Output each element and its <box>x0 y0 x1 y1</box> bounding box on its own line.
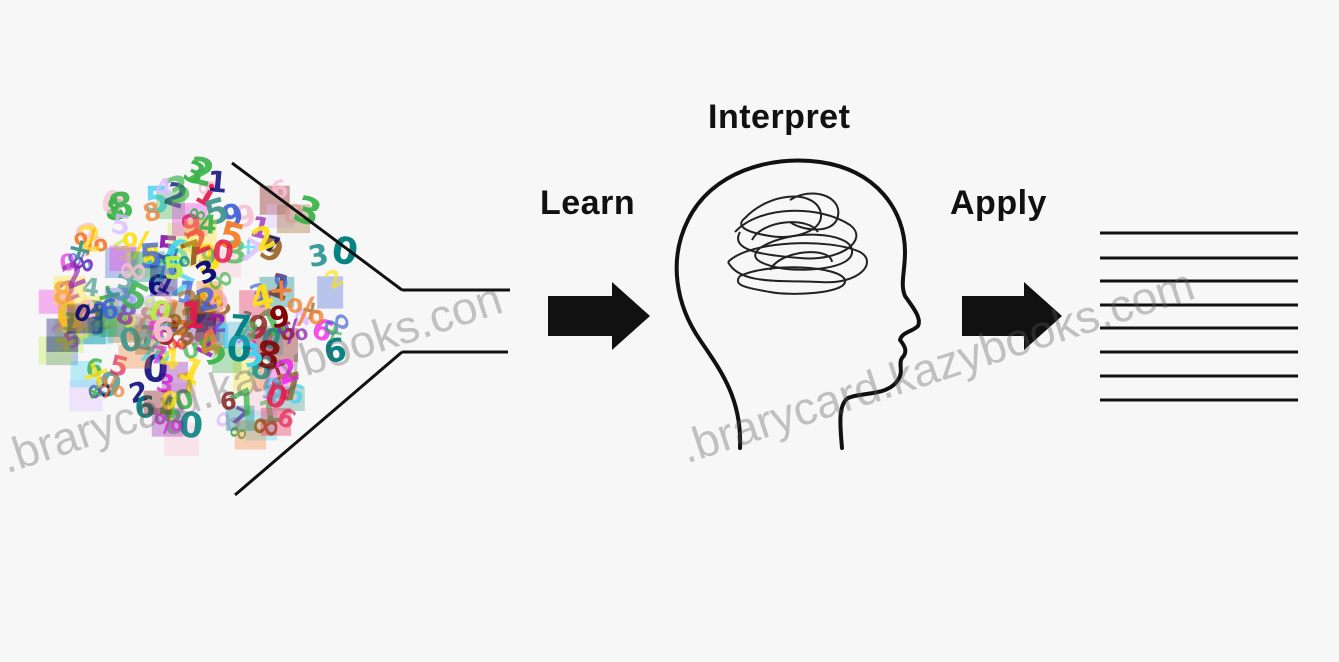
head-with-tangled-thoughts-icon <box>677 160 919 448</box>
svg-text:7: 7 <box>229 309 252 345</box>
svg-text:4: 4 <box>158 341 181 377</box>
svg-text:6: 6 <box>219 387 238 416</box>
svg-text:1: 1 <box>206 164 229 200</box>
svg-text:5: 5 <box>162 250 187 288</box>
lined-output-icon <box>1100 233 1298 400</box>
svg-text:0: 0 <box>210 233 235 271</box>
interpret-label: Interpret <box>708 98 850 137</box>
right-arrow-icon <box>548 282 650 350</box>
right-arrow-icon <box>962 282 1062 350</box>
apply-label: Apply <box>950 184 1047 223</box>
learn-label: Learn <box>540 184 635 223</box>
svg-text:3: 3 <box>305 237 331 274</box>
svg-text:4: 4 <box>154 173 172 203</box>
